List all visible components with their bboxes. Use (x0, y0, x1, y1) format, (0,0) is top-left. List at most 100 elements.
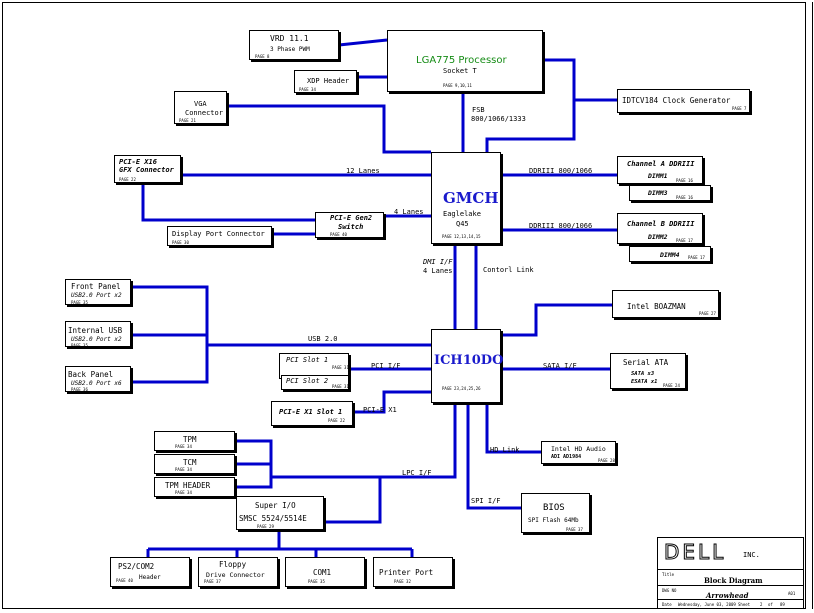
internal-sub: USB2.0 Port x2 (71, 336, 122, 343)
clock-block: IDTCV184 Clock Generator PAGE 7 (617, 89, 750, 113)
com1-block: COM1 PAGE 35 (285, 557, 365, 587)
clock-page: PAGE 7 (732, 106, 747, 111)
processor-sub: Socket T (443, 67, 477, 75)
sio-sub: SMSC 5524/5514E (239, 514, 307, 523)
front-sub: USB2.0 Port x2 (71, 292, 122, 299)
dimm3-block: DIMM3 PAGE 16 (629, 185, 711, 201)
wire-vrd (338, 38, 388, 47)
xdp-title: XDP Header (307, 77, 350, 85)
pcie1-block: PCI-E X1 Slot 1 PAGE 22 (271, 401, 353, 426)
wire-pcie1 (353, 390, 431, 414)
sheet-label: Sheet (738, 602, 751, 607)
tpm-block: TPM PAGE 34 (154, 431, 235, 451)
dp-page: PAGE 30 (172, 240, 189, 245)
gen2-block: PCI-E Gen2 Switch PAGE 40 (315, 212, 384, 238)
title-label: Title (662, 572, 675, 577)
tpm-title: TPM (183, 435, 197, 444)
vrd-sub: 3 Phase PWM (270, 46, 310, 53)
processor-title: LGA775 Processor (416, 55, 507, 66)
tpmh-page: PAGE 34 (175, 490, 192, 495)
xdp-page: PAGE 34 (299, 87, 316, 92)
chana-p1: PAGE 16 (676, 178, 693, 183)
title-value: Block Diagram (704, 576, 763, 585)
label-spi: SPI I/F (471, 497, 501, 505)
chana-title: Channel A DDRIII (627, 160, 695, 168)
chanb-dimm4: DIMM4 (660, 251, 680, 259)
sheet-value: 2 (760, 602, 763, 607)
label-pci-if: PCI I/F (371, 362, 401, 370)
dwg-label: DWG NO (662, 588, 677, 593)
label-sata-if: SATA I/F (543, 362, 577, 370)
tpm-page: PAGE 34 (175, 444, 192, 449)
com1-page: PAGE 35 (308, 579, 325, 584)
tcm-page: PAGE 34 (175, 467, 192, 472)
title-row: Title Block Diagram (657, 569, 804, 586)
gmch-page: PAGE 12,13,14,15 (442, 234, 481, 239)
vga-page: PAGE 21 (179, 118, 196, 123)
pcie1-page: PAGE 22 (328, 418, 345, 423)
front-panel-block: Front Panel USB2.0 Port x2 PAGE 35 (65, 279, 131, 305)
title-logo-row: DELL INC. (657, 537, 804, 570)
vga-sub: Connector (185, 109, 223, 117)
label-pcie-x1: PCI-E X1 (363, 406, 397, 414)
ps2-sub: Header (139, 574, 161, 581)
sio-block: Super I/O SMSC 5524/5514E PAGE 29 (236, 496, 324, 530)
wire-boazman (501, 303, 612, 337)
ps2-block: PS2/COM2 Header PAGE 40 (110, 557, 190, 587)
sata-l2: ESATA x1 (631, 379, 658, 385)
dwg-row: DWG NO Arrowhead A01 (657, 585, 804, 600)
front-page: PAGE 35 (71, 300, 88, 305)
chana-dimm1: DIMM1 (648, 172, 668, 180)
ich-block: ICH10DO PAGE 23,24,25,26 (431, 329, 504, 403)
label-lpc: LPC I/F (402, 469, 432, 477)
date-label: Date (662, 602, 672, 607)
sata-block: Serial ATA SATA x3 ESATA x1 PAGE 24 (610, 353, 686, 389)
wire-clock (485, 58, 576, 152)
label-dmi: DMI I/F (423, 258, 453, 266)
floppy-title: Floppy (219, 560, 247, 569)
pci-slot-block: PCI Slot 1 PAGE 31 (279, 353, 349, 379)
gen2-sub: Switch (338, 223, 364, 231)
clock-title: IDTCV184 Clock Generator (622, 96, 731, 105)
dimm4-block: DIMM4 PAGE 17 (629, 246, 711, 262)
com1-title: COM1 (313, 568, 332, 577)
bios-title: BIOS (543, 503, 565, 513)
vrd-page: PAGE 8 (255, 54, 270, 59)
chanb-dimm2: DIMM2 (648, 233, 668, 241)
audio-page: PAGE 28 (598, 458, 615, 463)
back-sub: USB2.0 Port x6 (71, 380, 122, 387)
sata-page: PAGE 24 (663, 383, 680, 388)
front-title: Front Panel (71, 282, 121, 291)
pcie16-title: PCI-E X16 (119, 158, 157, 166)
pcie16-page: PAGE 22 (119, 177, 136, 182)
internal-usb-block: Internal USB USB2.0 Port x2 PAGE 35 (65, 321, 131, 348)
wire-pcie16b (141, 183, 315, 222)
date-row: Date Wednesday, June 03, 2009 Sheet 2 of… (657, 599, 804, 609)
vga-block: VGA Connector PAGE 21 (174, 91, 227, 124)
ps2-title: PS2/COM2 (118, 562, 155, 571)
label-usb: USB 2.0 (308, 335, 338, 343)
pcie1-title: PCI-E X1 Slot 1 (279, 408, 343, 416)
back-panel-block: Back Panel USB2.0 Port x6 PAGE 36 (65, 366, 131, 392)
tcm-block: TCM PAGE 34 (154, 454, 235, 474)
floppy-sub: Drive Connector (206, 571, 265, 579)
bios-block: BIOS SPI Flash 64Mb PAGE 37 (521, 493, 590, 533)
pci-p1: PAGE 31 (332, 365, 349, 370)
sata-title: Serial ATA (623, 358, 669, 367)
dwg-value: Arrowhead (706, 591, 749, 600)
pcie16-sub: GFX Connector (119, 166, 174, 174)
label-ddra: DDRIII 800/1066 (529, 167, 593, 175)
internal-page: PAGE 35 (71, 343, 88, 348)
ich-title: ICH10DO (434, 353, 504, 368)
pcie16-block: PCI-E X16 GFX Connector PAGE 22 (114, 155, 181, 183)
chana-block: Channel A DDRIII DIMM1 PAGE 16 (617, 156, 703, 184)
gen2-page: PAGE 40 (330, 232, 347, 237)
wire-vga (227, 104, 431, 154)
boazman-block: Intel BOAZMAN PAGE 27 (612, 290, 719, 318)
xdp-block: XDP Header PAGE 34 (294, 70, 357, 93)
label-4lanes: 4 Lanes (394, 208, 424, 216)
vrd-title: VRD 11.1 (270, 34, 309, 43)
sheet-of: of (768, 602, 773, 607)
sata-l1: SATA x3 (631, 371, 655, 377)
audio-sub: ADI AD1984 (551, 454, 582, 460)
